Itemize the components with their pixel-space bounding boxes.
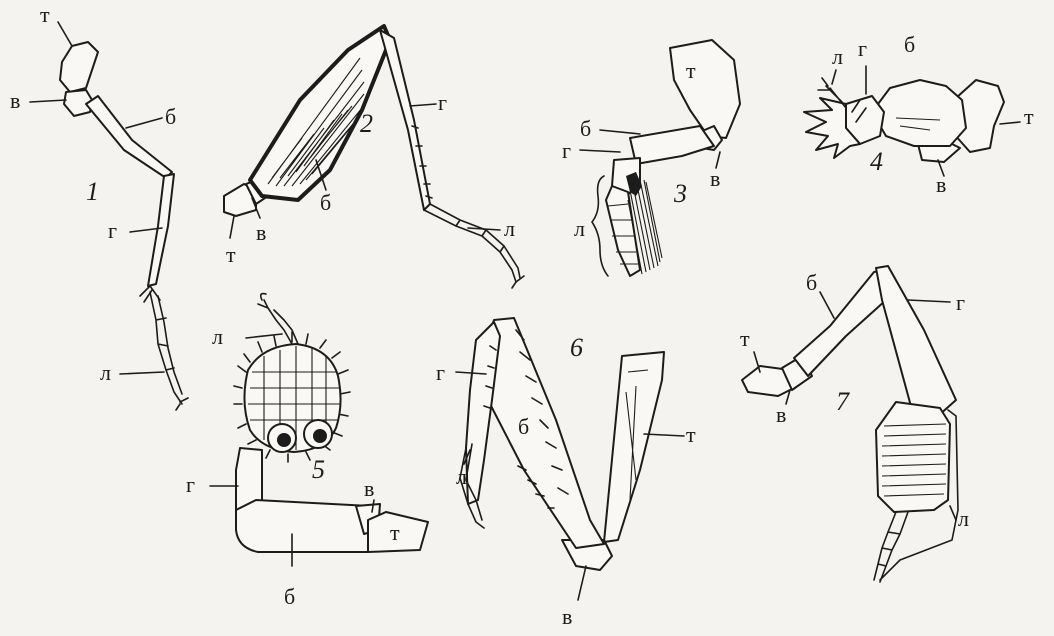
leg-4-femur bbox=[872, 80, 966, 146]
leg-7-tarsus bbox=[874, 512, 908, 582]
leg-1-coxa bbox=[60, 42, 98, 92]
leg-5: л г 5 в т б bbox=[186, 294, 428, 609]
leg-7-l-pointer bbox=[950, 506, 956, 520]
leg-7-label-b: б bbox=[806, 270, 817, 295]
leg-2-label-b: б bbox=[320, 190, 331, 215]
leg-4-label-l: л bbox=[832, 44, 843, 69]
leg-2-label-v: в bbox=[256, 220, 266, 245]
leg-5-label-t: т bbox=[390, 520, 400, 545]
leg-4-number: 4 bbox=[870, 147, 883, 176]
leg-2-tibia bbox=[380, 30, 430, 210]
leg-5-number: 5 bbox=[312, 455, 325, 484]
leg-3-label-l: л bbox=[574, 216, 585, 241]
leg-3-tarsus bbox=[606, 186, 640, 276]
leg-5-label-l: л bbox=[212, 324, 223, 349]
leg-7-label-v: в bbox=[776, 402, 786, 427]
leg-1-tarsus bbox=[150, 292, 182, 404]
leg-1-l-pointer bbox=[120, 372, 164, 374]
leg-6-label-g: г bbox=[436, 360, 445, 385]
leg-4-label-t: т bbox=[1024, 104, 1034, 129]
leg-6-v-pointer bbox=[578, 566, 586, 600]
leg-4-t-pointer bbox=[1000, 122, 1020, 124]
leg-6-number: 6 bbox=[570, 333, 583, 362]
leg-1-number: 1 bbox=[86, 177, 99, 206]
leg-6-label-b: б bbox=[518, 414, 529, 439]
leg-2: т в б 2 г л bbox=[224, 26, 524, 288]
leg-1-label-l: л bbox=[100, 360, 111, 385]
leg-2-l-pointer bbox=[468, 228, 500, 230]
leg-6-label-t: т bbox=[686, 422, 696, 447]
leg-3-label-b: б bbox=[580, 116, 591, 141]
leg-6-t-pointer bbox=[644, 434, 684, 436]
leg-5-right-sucker-center bbox=[313, 429, 327, 443]
leg-2-label-g: г bbox=[438, 90, 447, 115]
leg-7-g-pointer bbox=[908, 300, 950, 302]
leg-4-label-g: г bbox=[858, 36, 867, 61]
leg-6-label-v: в bbox=[562, 604, 572, 629]
leg-3: т б г в 3 л bbox=[562, 40, 740, 276]
leg-1-label-b: б bbox=[165, 104, 176, 129]
leg-1-b-pointer bbox=[126, 118, 162, 128]
leg-1-label-t: т bbox=[40, 2, 50, 27]
leg-1: т в б 1 г л bbox=[10, 2, 188, 410]
leg-6-label-l: л bbox=[456, 464, 467, 489]
leg-5-label-b: б bbox=[284, 584, 295, 609]
leg-7: т в б г 7 л bbox=[740, 266, 969, 582]
leg-4: л г б т 4 в bbox=[804, 32, 1034, 197]
leg-1-v-pointer bbox=[30, 100, 66, 102]
leg-5-left-sucker-center bbox=[277, 433, 291, 447]
leg-5-label-v: в bbox=[364, 476, 374, 501]
leg-1-label-g: г bbox=[108, 218, 117, 243]
leg-4-label-b: б bbox=[904, 32, 915, 57]
leg-1-t-pointer bbox=[58, 22, 72, 46]
leg-7-b-pointer bbox=[820, 292, 834, 318]
leg-5-femur bbox=[236, 500, 370, 552]
leg-2-g-pointer bbox=[410, 104, 436, 106]
leg-5-label-g: г bbox=[186, 472, 195, 497]
leg-1-label-v: в bbox=[10, 88, 20, 113]
leg-7-number: 7 bbox=[836, 387, 850, 416]
leg-2-label-t: т bbox=[226, 242, 236, 267]
leg-6-femur bbox=[484, 318, 604, 548]
leg-4-l-pointer bbox=[832, 70, 836, 84]
leg-3-coxa bbox=[670, 40, 740, 138]
leg-7-label-l: л bbox=[958, 506, 969, 531]
leg-3-label-v: в bbox=[710, 166, 720, 191]
leg-6: 6 г б л т в bbox=[436, 318, 696, 629]
leg-2-number: 2 bbox=[360, 109, 373, 138]
leg-3-label-g: г bbox=[562, 138, 571, 163]
leg-7-tibia bbox=[876, 266, 956, 416]
leg-3-b-pointer bbox=[600, 130, 640, 134]
leg-4-label-v: в bbox=[936, 172, 946, 197]
leg-7-label-t: т bbox=[740, 326, 750, 351]
leg-2-t-pointer bbox=[230, 216, 234, 238]
leg-5-l-pointer bbox=[246, 334, 282, 338]
leg-3-label-t: т bbox=[686, 58, 696, 83]
leg-3-number: 3 bbox=[673, 179, 687, 208]
leg-3-g-pointer bbox=[580, 150, 620, 152]
leg-6-coxa bbox=[604, 352, 664, 542]
leg-2-label-l: л bbox=[504, 216, 515, 241]
leg-3-femur bbox=[630, 126, 714, 164]
leg-7-label-g: г bbox=[956, 290, 965, 315]
leg-3-l-bracket bbox=[592, 176, 608, 276]
leg-1-femur bbox=[86, 96, 172, 178]
